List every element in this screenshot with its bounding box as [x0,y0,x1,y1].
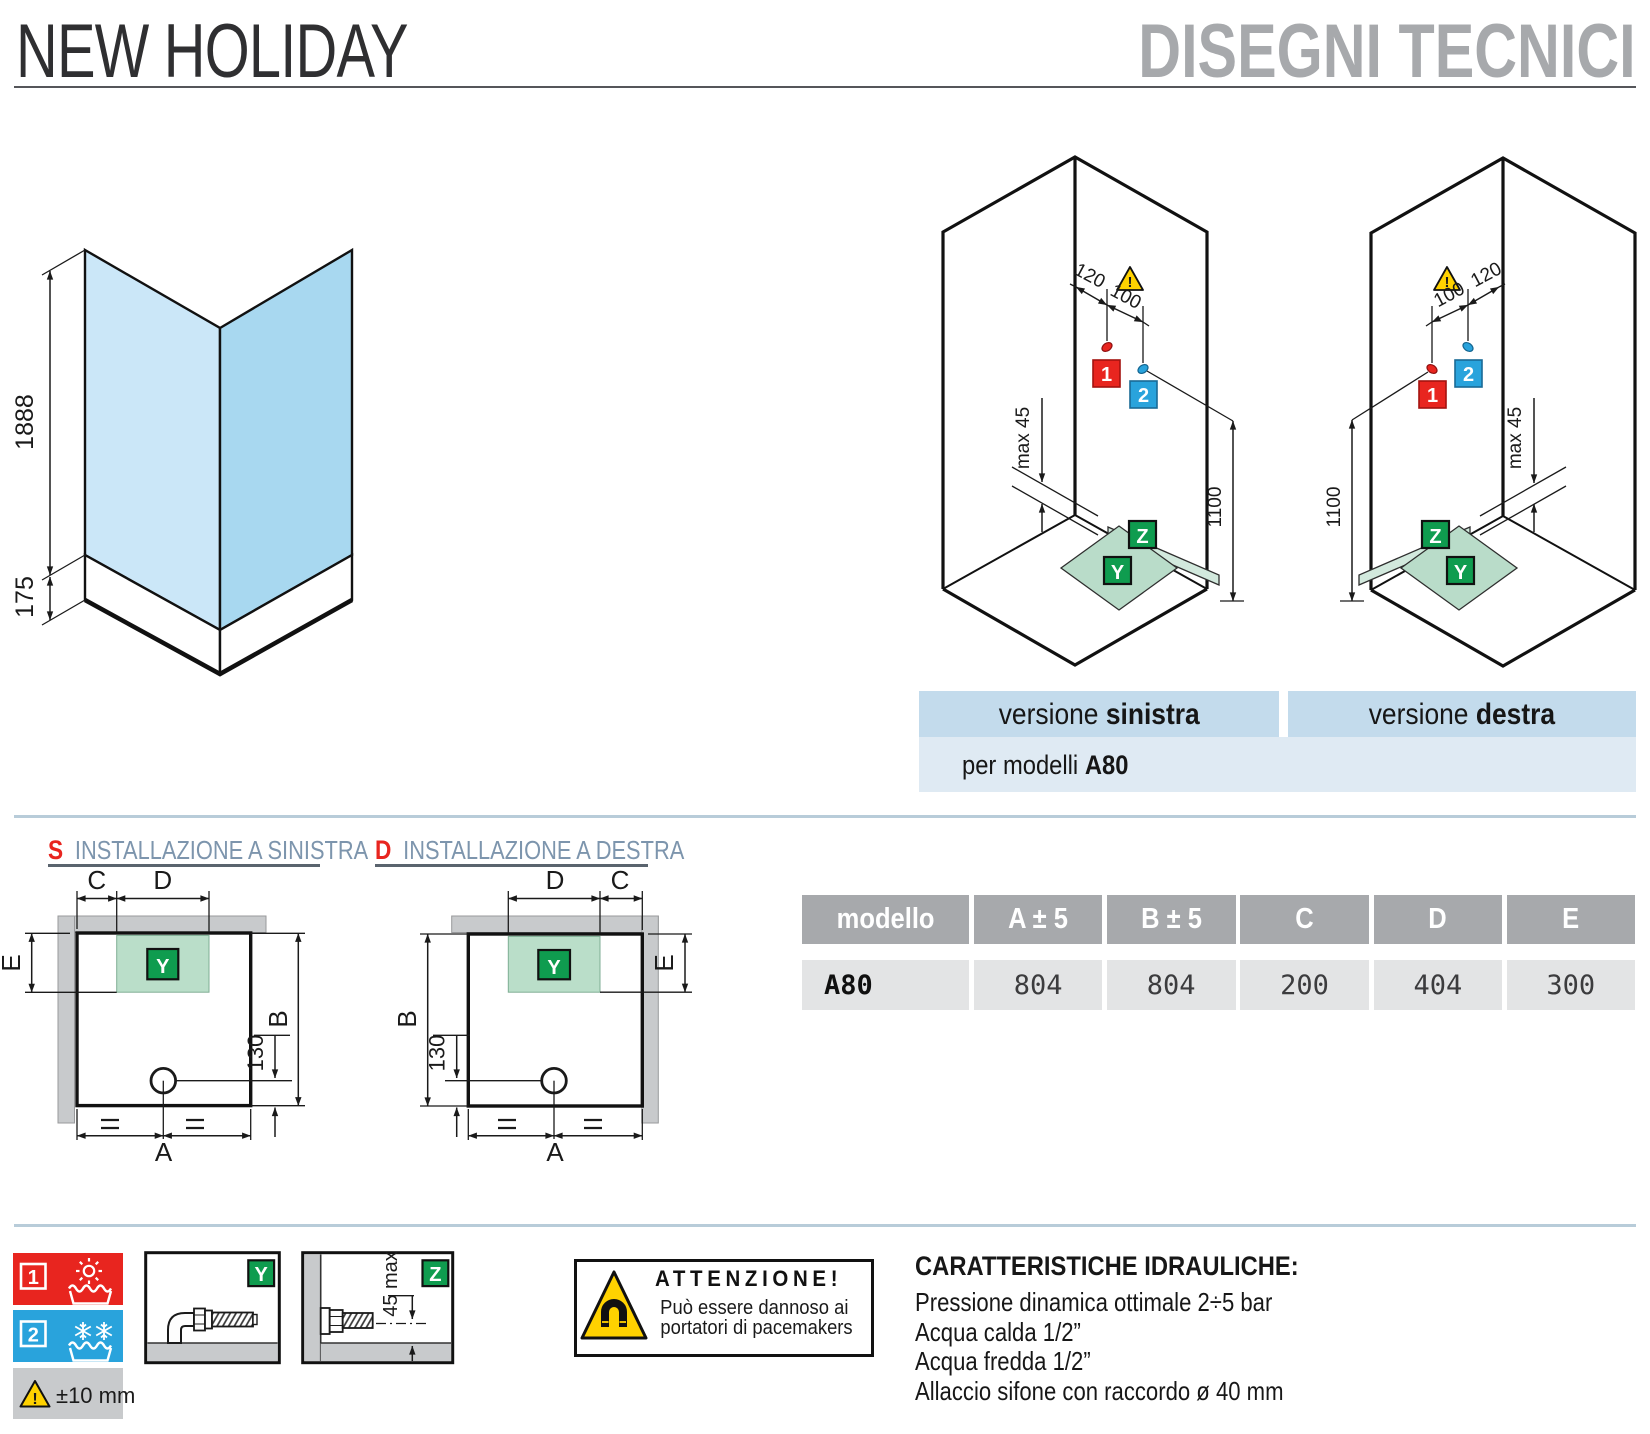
hot-water-icon [67,1284,113,1305]
fitting-y-box: Y [144,1251,281,1365]
caption-version-right: versione destra [1288,691,1636,737]
table-header-e: E [1506,895,1635,944]
plan-e-label: E [0,954,26,971]
models-note: per modelli A80 [919,737,1636,792]
attention-line1: Può essere dannoso ai [660,1297,849,1319]
tray-y-label: Y [1454,562,1468,584]
attention-title: ATTENZIONE! [655,1266,843,1291]
attention-box [574,1259,874,1357]
table-header-a: A ± 5 [973,895,1103,944]
table-header-b: B ± 5 [1106,895,1236,944]
table-cell-e: 300 [1506,960,1635,1010]
table-cell-d: 404 [1373,960,1503,1010]
z-tag: Z [429,1264,441,1286]
hydraulics-line: Pressione dinamica ottimale 2÷5 bar [915,1287,1273,1317]
hydraulics-title: CARATTERISTICHE IDRAULICHE: [915,1251,1299,1281]
wall-fitting-icon [319,1307,331,1335]
hot-label: 1 [28,1267,39,1289]
cold-water-icon [67,1341,113,1362]
z-dim-label: 45 max [380,1251,402,1317]
section-title: DISEGNI TECNICI [1138,9,1636,94]
cold-label: 2 [1463,364,1474,386]
dim-1100-right: 1100 [1324,487,1345,528]
plan-d-label: D [153,865,172,895]
plan-b-label: B [263,1010,293,1027]
glass-panel-drawing: 1888 175 [11,247,354,677]
hydraulics-line: Acqua fredda 1/2” [915,1346,1091,1376]
hydraulics-line: Allaccio sifone con raccordo ø 40 mm [915,1375,1284,1406]
plan-title-right-rule [375,864,648,867]
plan-a-label: A [155,1137,173,1167]
plan-b-label: B [392,1010,422,1027]
table-header-modello: modello [802,895,970,944]
table-header-row: modello A ± 5 B ± 5 C D E [802,895,1635,944]
hot-label: 1 [1101,364,1112,386]
header-rule [14,86,1636,88]
dim-max45-right: max 45 [1505,407,1526,469]
snowflake-icon [74,1322,113,1340]
plan-d-label: D [546,865,565,895]
table-header-d: D [1373,895,1503,944]
cold-label: 2 [28,1325,39,1347]
fitting-z-box: 45 max Z [301,1251,455,1365]
warning-icon: ! [32,1391,37,1408]
dimensions-table: modello A ± 5 B ± 5 C D E A80 804 804 20… [802,895,1635,1010]
table-cell-b: 804 [1106,960,1236,1010]
legend-cold: 2 [13,1310,123,1362]
glass-height-label: 1888 [11,394,39,450]
legend-tolerance: ! ±10 mm [13,1368,135,1419]
plan-130-label: 130 [425,1035,450,1072]
step-z-label: Z [1136,526,1148,548]
plan-title-left-rule [48,864,320,867]
legend-hot: 1 [13,1253,123,1305]
table-cell-a: 804 [973,960,1103,1010]
step-z-label: Z [1429,526,1441,548]
cabin-right-drawing: Z Y 2 1 ! 100 120 1100 max 45 [1324,156,1637,668]
tray-y-label: Y [1111,562,1125,584]
magnet-warning-icon [580,1270,648,1340]
plan-left-drawing: Y C D E B 130 A [0,865,305,1167]
warning-icon: ! [1445,274,1450,291]
plan-130-label: 130 [243,1035,268,1072]
plan-y-label: Y [156,956,170,978]
plan-right-drawing: Y D C E B 130 A [392,865,692,1167]
hydraulics-block: CARATTERISTICHE IDRAULICHE: Pressione di… [915,1251,1351,1406]
table-row: A80 804 804 200 404 300 [802,960,1635,1010]
glass-base-label: 175 [11,576,39,618]
plan-e-label: E [649,954,679,971]
table-cell-c: 200 [1240,960,1369,1010]
plan-c-label: C [611,865,630,895]
hydraulics-line: Acqua calda 1/2” [915,1316,1081,1347]
plan-a-label: A [546,1137,564,1167]
cold-label: 2 [1138,385,1149,407]
cabin-left-drawing: Z Y 1 2 ! 120 100 1100 max 45 [941,155,1244,667]
divider-1 [14,815,1636,818]
page-title: NEW HOLIDAY [16,9,408,94]
sun-icon [76,1258,102,1284]
dim-max45-left: max 45 [1013,407,1034,469]
table-cell-model: A80 [802,960,970,1010]
hot-label: 1 [1427,385,1438,407]
dim-1100-left: 1100 [1205,487,1226,528]
tolerance-label: ±10 mm [56,1383,135,1408]
plan-y-label: Y [547,957,561,979]
table-header-c: C [1240,895,1369,944]
attention-line2: portatori di pacemakers [660,1317,853,1339]
y-tag: Y [255,1264,269,1286]
plan-c-label: C [87,865,106,895]
divider-2 [14,1224,1636,1227]
caption-version-left: versione sinistra [919,691,1279,737]
warning-icon: ! [1128,274,1133,291]
